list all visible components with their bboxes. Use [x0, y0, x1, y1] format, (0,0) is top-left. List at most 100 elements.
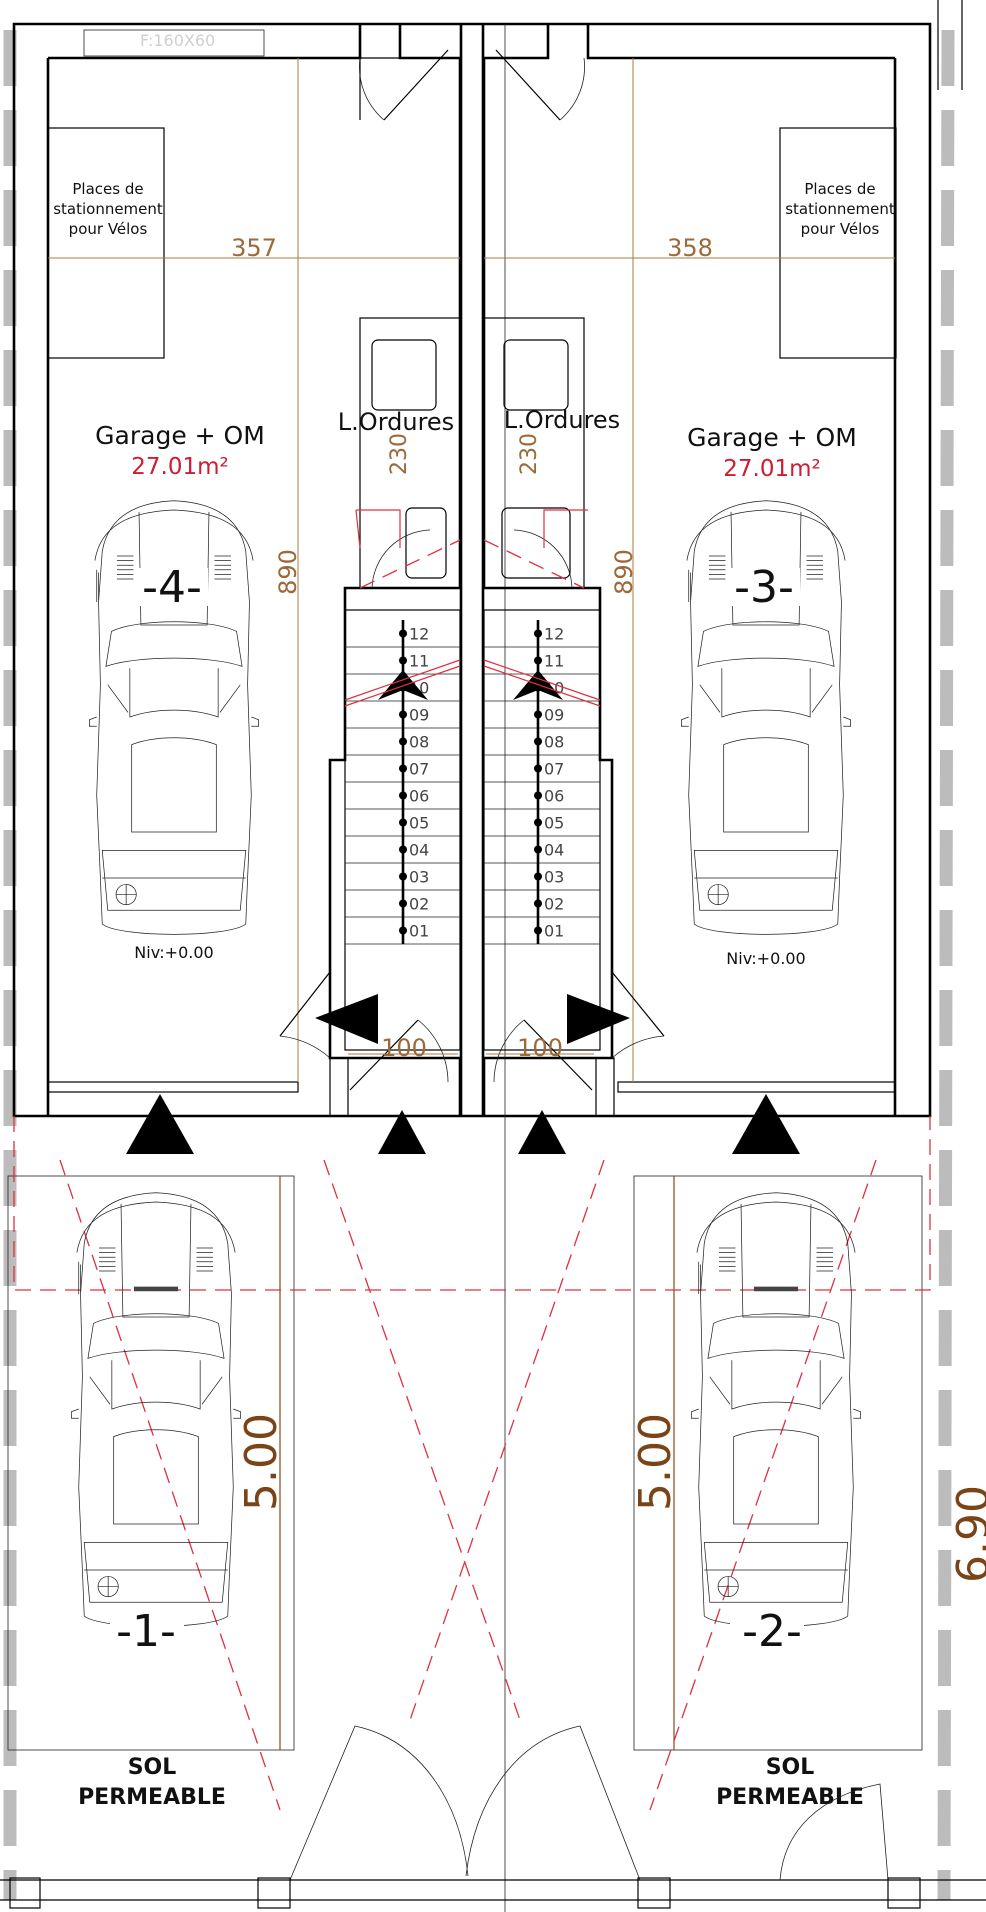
door-top-left-leaf — [383, 49, 449, 121]
red-dash-left-1 — [359, 539, 461, 589]
trash-bin-left-2 — [405, 507, 447, 579]
stair-step-number: 02 — [409, 895, 429, 914]
red-dashed-boundary — [13, 1116, 931, 1291]
trash-room-left — [359, 317, 461, 589]
stair-step-number: 06 — [544, 787, 564, 806]
stair-step-number: 12 — [544, 625, 564, 644]
stair-step-number: 01 — [544, 922, 564, 941]
stair-step-number: 09 — [544, 706, 564, 725]
boundary-right — [937, 29, 955, 1901]
red-dash-right-1 — [483, 539, 585, 589]
garage-name-right: Garage + OM — [687, 423, 857, 452]
bike-label-right-1: Places de — [804, 180, 875, 198]
stair-step-number: 04 — [409, 841, 429, 860]
red-mark-right — [543, 509, 588, 548]
garage-area-right: 27.01m² — [723, 456, 820, 482]
bike-label-right-3: pour Vélos — [801, 220, 880, 238]
trash-label-left: L.Ordures — [338, 408, 454, 436]
bike-label-left-2: stationnement — [53, 200, 163, 218]
bike-label-left-3: pour Vélos — [69, 220, 148, 238]
stair-step-number: 05 — [544, 814, 564, 833]
bike-area-left — [47, 127, 165, 359]
stair-arrow-left — [378, 670, 428, 700]
door-top-left — [359, 57, 420, 120]
garage-entry-arrow-left — [126, 1094, 194, 1154]
stair-step-number: 07 — [409, 760, 429, 779]
stair-entry-arrow-left — [315, 994, 378, 1044]
red-mark-left — [355, 509, 401, 549]
garage-entry-arrow-right — [732, 1094, 800, 1154]
car-number-1: -1- — [116, 1606, 176, 1657]
fence-post-4 — [887, 1877, 921, 1909]
bike-area-right — [779, 127, 897, 359]
stair-step-number: 01 — [409, 922, 429, 941]
trash-bin-right-2 — [501, 507, 571, 579]
stair-door-right — [611, 971, 665, 1037]
dim-door-right: 100 — [517, 1034, 563, 1062]
car-number-2: -2- — [742, 1606, 802, 1657]
garage-door-left — [47, 1081, 299, 1093]
bike-label-right-2: stationnement — [785, 200, 895, 218]
trash-door-right — [513, 529, 573, 589]
red-dash-ext-3 — [409, 1159, 605, 1721]
ground-label-right-1: SOL — [766, 1755, 815, 1780]
trash-bin-right-1 — [503, 339, 569, 411]
trash-label-right: L.Ordures — [504, 406, 620, 434]
trash-door-left — [371, 529, 431, 589]
stair-step-number: 05 — [409, 814, 429, 833]
red-dash-ext-1 — [59, 1159, 281, 1811]
stair-step-number: 09 — [409, 706, 429, 725]
garage-area-left: 27.01m² — [131, 454, 228, 480]
dim-trash-right: 230 — [517, 433, 542, 475]
dim-parking-left: 5.00 — [236, 1413, 287, 1511]
trash-bin-left-1 — [371, 339, 437, 411]
parking-space-2 — [633, 1175, 923, 1751]
fence-post-3 — [637, 1877, 671, 1909]
dim-right-width: 358 — [667, 234, 713, 262]
stair-step-number: 12 — [409, 625, 429, 644]
stair-step-number: 08 — [409, 733, 429, 752]
dim-trash-left: 230 — [387, 433, 412, 475]
car-number-3: -3- — [734, 562, 794, 613]
entry-door-left — [349, 1019, 419, 1091]
dim-left-depth: 890 — [274, 549, 302, 595]
bike-label-left-1: Places de — [72, 180, 143, 198]
door-top-right-leaf — [495, 49, 561, 121]
gate-leaf-right — [465, 1725, 641, 1881]
dim-door-left: 100 — [381, 1034, 427, 1062]
garage-name-left: Garage + OM — [95, 421, 265, 450]
trash-room-right — [483, 317, 585, 589]
car-1 — [70, 1192, 242, 1627]
stair-door-left — [279, 971, 331, 1037]
window-tag: F:160X60 — [140, 31, 215, 50]
stair-step-number: 07 — [544, 760, 564, 779]
dim-site-depth: 6.90 — [948, 1485, 986, 1583]
dim-right-depth: 890 — [610, 549, 638, 595]
level-left: Niv:+0.00 — [134, 943, 213, 962]
car-number-4: -4- — [142, 562, 202, 613]
stair-right — [483, 609, 601, 1051]
stair-step-number: 11 — [544, 652, 564, 671]
stair-step-number: 02 — [544, 895, 564, 914]
stair-step-number: 04 — [544, 841, 564, 860]
garage-door-right — [617, 1081, 896, 1093]
stair-step-number: 03 — [544, 868, 564, 887]
gate-pedestrian — [779, 1783, 889, 1881]
stair-entry-arrow-right — [567, 994, 630, 1044]
parking-space-1 — [7, 1175, 295, 1751]
gate-leaf-left — [289, 1725, 469, 1881]
ground-label-left-2: PERMEABLE — [78, 1785, 226, 1810]
ground-label-right-2: PERMEABLE — [716, 1785, 864, 1810]
dim-left-width: 357 — [231, 234, 277, 262]
red-dash-ext-2 — [323, 1159, 521, 1721]
fence-post-1 — [9, 1877, 41, 1909]
red-dash-ext-4 — [649, 1159, 877, 1811]
stair-step-number: 08 — [544, 733, 564, 752]
dim-parking-right: 5.00 — [630, 1413, 681, 1511]
stair-step-number: 06 — [409, 787, 429, 806]
stair-step-number: 03 — [409, 868, 429, 887]
ground-label-left-1: SOL — [128, 1755, 177, 1780]
stair-step-number: 11 — [409, 652, 429, 671]
